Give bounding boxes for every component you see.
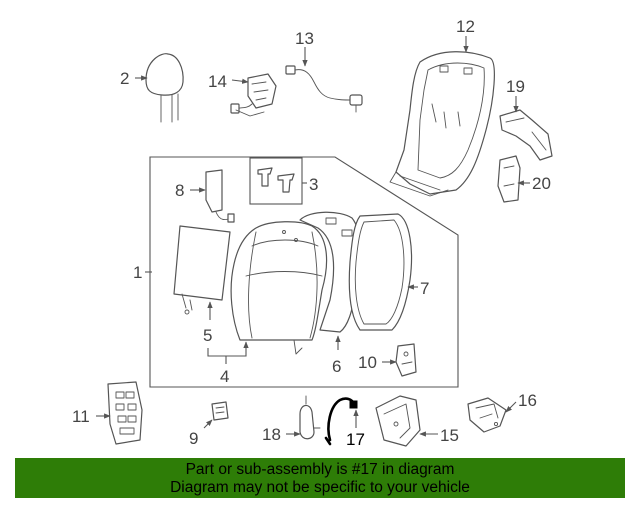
leader-16 [505, 401, 517, 413]
callout-9[interactable]: 9 [189, 429, 198, 448]
clip-part-9[interactable] [211, 401, 229, 421]
bracket-part-20[interactable] [497, 155, 521, 203]
headrest-part-2[interactable] [145, 53, 184, 123]
callout-12[interactable]: 12 [456, 17, 475, 36]
callout-5[interactable]: 5 [203, 326, 212, 345]
leader-4 [207, 341, 249, 357]
callout-4[interactable]: 4 [220, 367, 229, 386]
leader-9 [203, 419, 213, 429]
callout-17[interactable]: 17 [346, 430, 365, 449]
cable-part-13[interactable] [285, 65, 363, 113]
seat-frame-part-12[interactable] [389, 51, 495, 197]
callout-16[interactable]: 16 [518, 391, 537, 410]
board-part-5[interactable] [173, 225, 231, 315]
part-3-box [249, 157, 303, 205]
callout-8[interactable]: 8 [175, 181, 184, 200]
callout-20[interactable]: 20 [532, 174, 551, 193]
callout-19[interactable]: 19 [506, 77, 525, 96]
seat-cover-part-4[interactable] [230, 221, 328, 355]
callout-13[interactable]: 13 [295, 29, 314, 48]
callout-18[interactable]: 18 [262, 425, 281, 444]
switch-panel-part-11[interactable] [107, 381, 143, 445]
footer-banner: Part or sub-assembly is #17 in diagram D… [15, 458, 625, 498]
callout-11[interactable]: 11 [72, 407, 90, 426]
callout-1[interactable]: 1 [133, 263, 142, 282]
callout-3[interactable]: 3 [309, 175, 318, 194]
footer-line-2: Diagram may not be specific to your vehi… [170, 479, 470, 496]
assembly-boundary [149, 156, 459, 388]
bracket-part-15[interactable] [375, 395, 421, 447]
guide-part-3[interactable] [257, 167, 295, 193]
footer-line-1: Part or sub-assembly is #17 in diagram [185, 461, 455, 478]
cover-part-10[interactable] [395, 343, 417, 377]
cable-part-17[interactable] [324, 397, 358, 446]
callout-15[interactable]: 15 [440, 426, 459, 445]
callout-2[interactable]: 2 [120, 69, 129, 88]
switch-part-14[interactable] [230, 73, 277, 117]
sensor-part-18[interactable] [299, 395, 321, 440]
bracket-part-19[interactable] [499, 109, 553, 161]
callout-7[interactable]: 7 [420, 279, 429, 298]
callout-10[interactable]: 10 [358, 353, 377, 372]
trim-part-8[interactable] [205, 169, 235, 223]
frame-part-7[interactable] [348, 213, 413, 331]
leader-14 [231, 78, 249, 84]
callout-14[interactable]: 14 [208, 72, 227, 91]
bracket-part-16[interactable] [467, 397, 507, 433]
callout-6[interactable]: 6 [332, 357, 341, 376]
